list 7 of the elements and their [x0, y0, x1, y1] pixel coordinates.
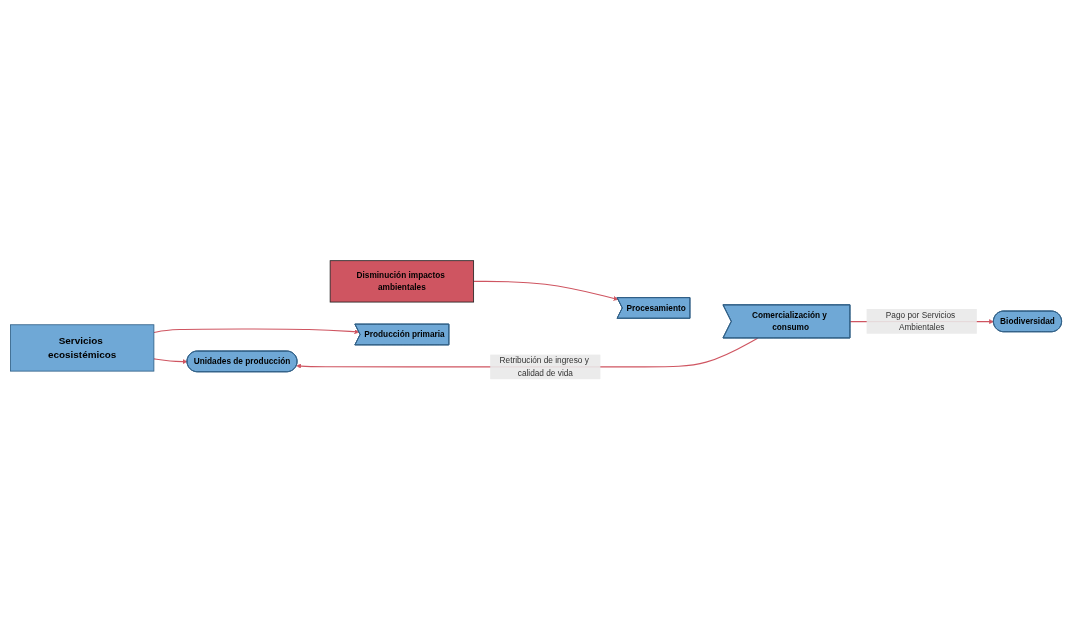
arrow: [153, 358, 188, 364]
edge-label: Retribución de ingreso y calidad de vida: [499, 355, 589, 378]
edge-label: Pago por Servicios Ambientales: [885, 310, 956, 332]
arrow: [153, 328, 360, 335]
node-box: Disminución impactos ambientales: [329, 260, 475, 303]
node-box: Servicios ecosistémicos: [10, 324, 155, 372]
arrow: [473, 280, 619, 301]
